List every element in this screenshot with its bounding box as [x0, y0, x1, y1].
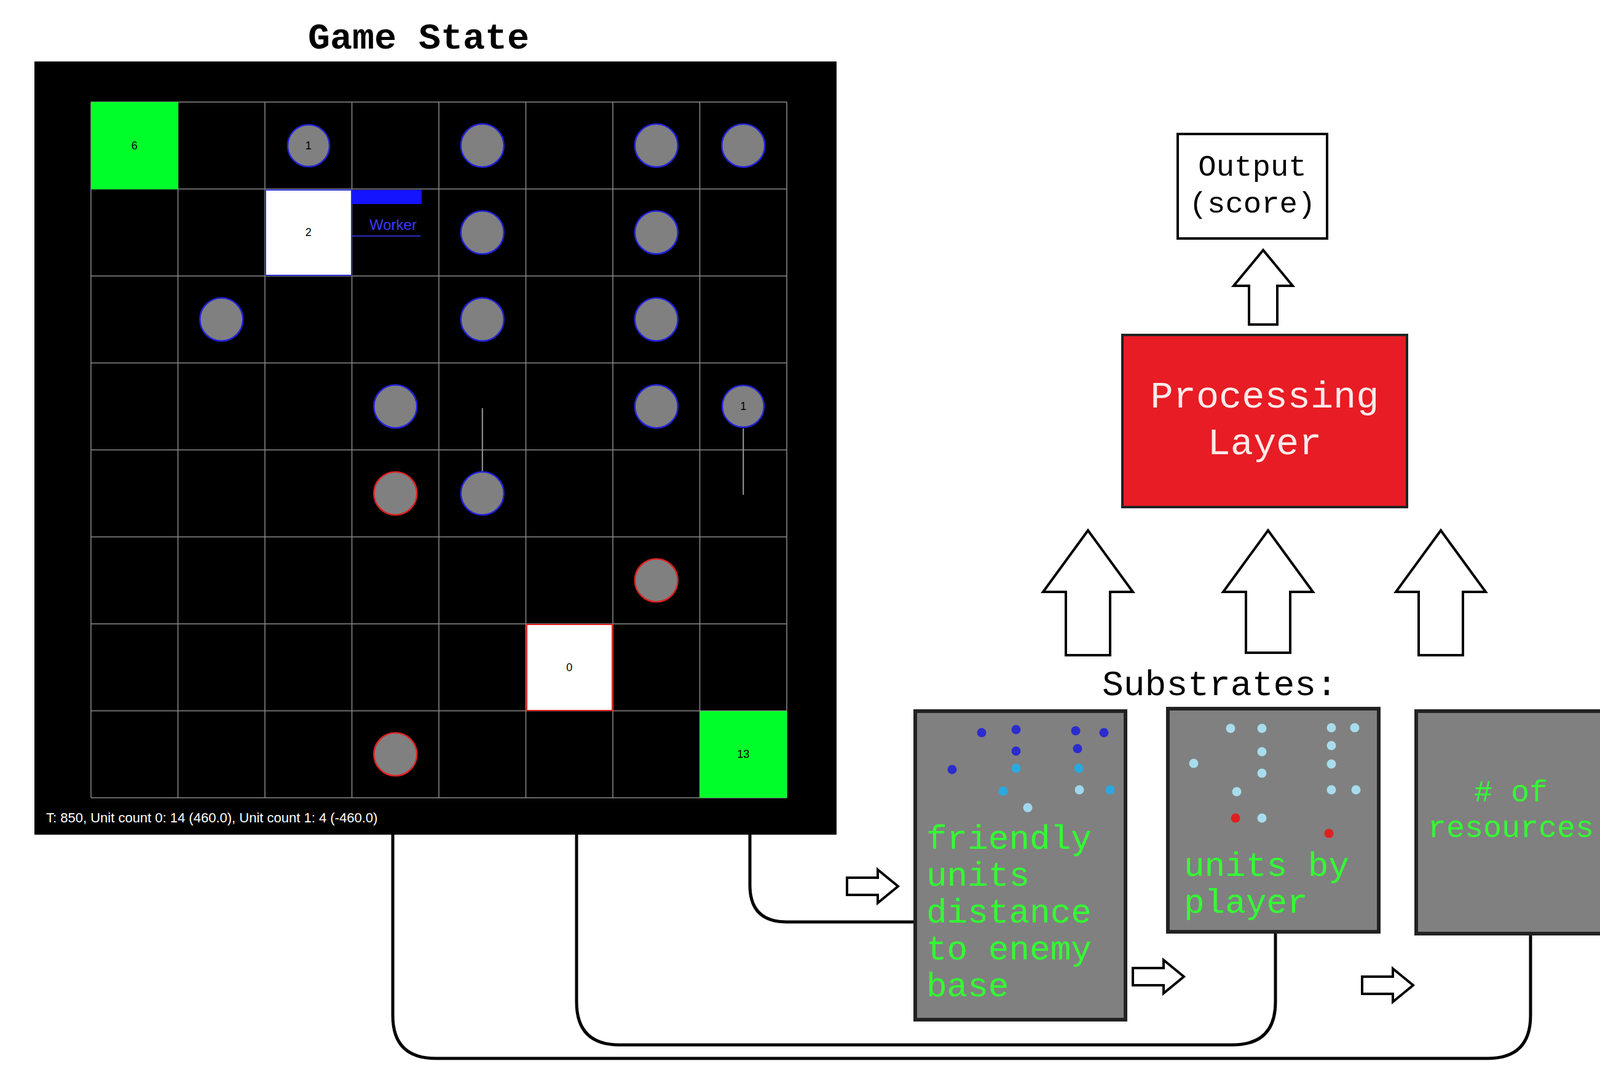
unit-circle: 1: [721, 384, 766, 429]
status-line: T: 850, Unit count 0: 14 (460.0), Unit c…: [46, 808, 849, 828]
grid-lines: [90, 102, 787, 798]
resource-cell: 6: [90, 102, 179, 190]
unit-circle: [634, 124, 678, 168]
connector: [1223, 530, 1313, 653]
unit-circle: [721, 124, 765, 168]
connector: [1233, 250, 1293, 325]
base-cell: 0: [526, 623, 614, 712]
unit-circle: 1: [286, 123, 331, 168]
unit-circle: [634, 298, 678, 342]
unit-circle: [634, 558, 678, 602]
dot: [1099, 728, 1109, 738]
substrate-box: # of resources: [1414, 709, 1600, 936]
panel-title: Game State: [304, 17, 533, 61]
dot: [1105, 785, 1116, 795]
block-arrow: [1233, 250, 1293, 325]
hollow-arrow: [847, 869, 899, 903]
hollow-arrow: [1132, 960, 1184, 994]
unit-circle: [461, 124, 505, 168]
dark-dots: [947, 725, 1109, 775]
unit-circle: [373, 472, 417, 516]
output-text: Output (score): [1185, 149, 1320, 224]
worker-leader: [352, 235, 421, 237]
unit-circle: [373, 384, 417, 428]
unit-circle: [634, 384, 678, 428]
substrate-text: units by player: [1183, 848, 1375, 923]
dot: [1073, 744, 1083, 754]
dot: [1257, 724, 1267, 734]
dot: [998, 786, 1009, 797]
dot: [1189, 759, 1199, 769]
worker-bar: [352, 189, 422, 205]
unit-count: 1: [305, 138, 312, 153]
dot: [977, 728, 987, 738]
unit-label: Worker: [369, 216, 417, 234]
unit-circle: [461, 298, 505, 342]
pale-dots: [1189, 723, 1361, 824]
unit-outline: [287, 124, 330, 167]
block-arrow: [1395, 530, 1486, 656]
red-dots: [1231, 813, 1334, 839]
blue-units: [199, 124, 765, 516]
dot: [1071, 726, 1081, 736]
dot: [1327, 785, 1337, 795]
dot: [1257, 747, 1267, 757]
unit-circle: [461, 210, 505, 254]
pale-dots: [1023, 785, 1085, 813]
processing-text: Processing Layer: [1135, 374, 1394, 468]
dot: [1257, 813, 1267, 824]
dot: [1075, 785, 1085, 795]
resource-cell: 13: [700, 711, 788, 799]
unit-outline: [722, 385, 765, 428]
mid-dots: [998, 764, 1116, 797]
substrate-text: friendly units distance to enemy base: [926, 821, 1127, 1006]
unit-circle: [461, 472, 505, 516]
block-arrow: [1043, 530, 1133, 656]
data-flow-curve: [749, 834, 914, 923]
connector: [1043, 530, 1133, 656]
substrates-label: Substrates:: [1102, 667, 1338, 705]
dot: [1327, 759, 1337, 769]
output-box: Output (score): [1176, 132, 1329, 240]
base-count: 0: [566, 660, 573, 675]
substrate-text: # of resources: [1426, 775, 1596, 848]
hollow-arrow: [1362, 968, 1414, 1002]
substrate-box: units by player: [1166, 706, 1381, 934]
connector: [1395, 530, 1486, 656]
base-count: 2: [305, 225, 312, 240]
dot: [1231, 813, 1241, 824]
dot: [1023, 803, 1033, 813]
dot: [1011, 764, 1021, 774]
dot: [1327, 723, 1337, 733]
base-cell: 2: [264, 189, 353, 277]
dot: [1324, 829, 1334, 839]
unit-circle: [373, 732, 417, 776]
game-state-panel: Game StateT: 850, Unit count 0: 14 (460.…: [34, 61, 837, 835]
block-arrow: [1223, 530, 1313, 653]
connector: [749, 834, 914, 923]
dot: [947, 765, 958, 775]
unit-count: 1: [740, 399, 747, 414]
dot: [1327, 741, 1337, 751]
move-line: [482, 408, 744, 495]
processing-box: Processing Layer: [1121, 333, 1409, 509]
dot: [1226, 724, 1236, 734]
unit-circle: [199, 298, 243, 342]
unit-circle: [634, 210, 678, 254]
resource-count: 13: [736, 747, 750, 761]
dot: [1351, 785, 1361, 795]
dot: [1232, 787, 1242, 797]
substrate-box: friendly units distance to enemy base: [913, 709, 1128, 1022]
dot: [1350, 723, 1360, 733]
resource-count: 6: [131, 138, 138, 153]
dot: [1011, 725, 1021, 735]
dot: [1011, 746, 1021, 757]
red-units: [373, 472, 678, 777]
dot: [1074, 764, 1084, 774]
dot: [1257, 768, 1267, 779]
